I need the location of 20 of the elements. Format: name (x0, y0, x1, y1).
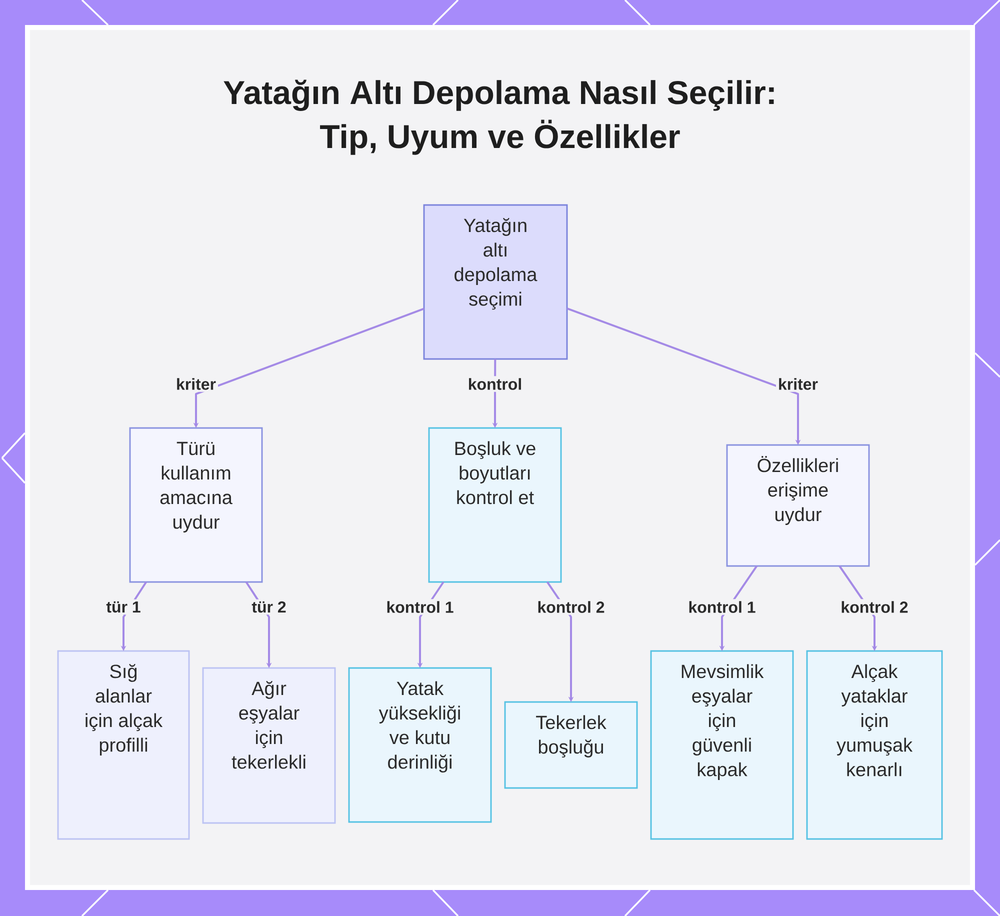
edge-label: tür 1 (104, 599, 143, 615)
edge-label: kontrol 2 (838, 599, 910, 615)
edge-label: kriter (174, 376, 218, 392)
edge-label: tür 2 (250, 599, 288, 615)
title: Yatağın Altı Depolama Nasıl Seçilir: Tip, Uyum ve Özellikler (224, 80, 774, 155)
node-box: Sığ alanlar için alçak profilli (57, 650, 190, 840)
node-box: Yatak yüksekliği ve kutu derinliği (348, 667, 492, 823)
node-box: Özellikleri erişime uydur (726, 444, 870, 567)
node-box: Ağır eşyalar için tekerlekli (202, 667, 336, 824)
edge-label: kontrol 1 (686, 599, 758, 615)
edge-label: kontrol 2 (535, 599, 607, 615)
edge-label: kontrol 1 (384, 599, 456, 615)
edge-label: kontrol (466, 376, 524, 392)
node-box: Boşluk ve boyutları kontrol et (428, 427, 562, 583)
node-box: Yatağın altı depolama seçimi (423, 204, 568, 360)
node-box: Alçak yataklar için yumuşak kenarlı (806, 650, 943, 840)
node-box: Türü kullanım amacına uydur (129, 427, 263, 583)
node-box: Tekerlek boşluğu (504, 701, 638, 789)
node-box: Mevsimlik eşyalar için güvenli kapak (650, 650, 794, 840)
edge-label: kriter (776, 376, 820, 392)
